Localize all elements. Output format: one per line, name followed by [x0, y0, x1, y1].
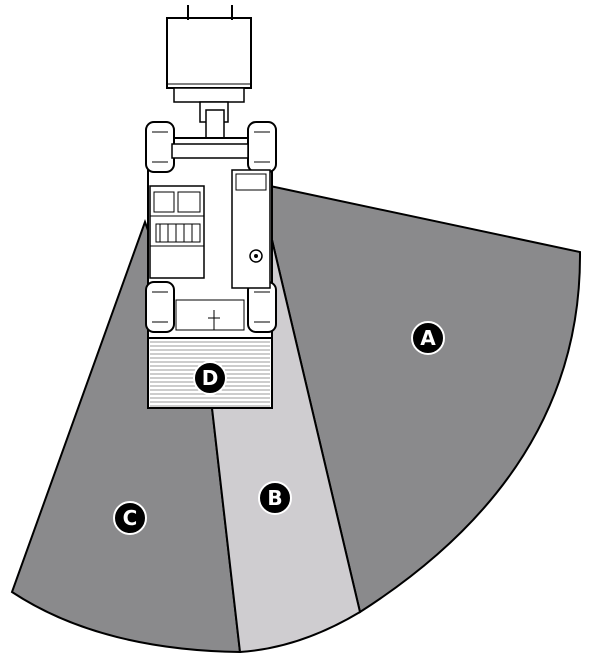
zone-label-d-text: D: [202, 366, 219, 390]
zone-label-c-text: C: [123, 506, 138, 530]
wheel-rear-left: [146, 282, 174, 332]
zone-label-b-text: B: [267, 486, 282, 510]
wheel-rear-right: [248, 282, 276, 332]
zone-label-a-text: A: [420, 326, 436, 350]
wheel-front-left: [146, 122, 174, 172]
zone-label-c: C: [114, 502, 146, 534]
zone-label-a: A: [412, 322, 444, 354]
wheel-front-right: [248, 122, 276, 172]
zone-label-d: D: [194, 362, 226, 394]
bucket: [167, 18, 251, 88]
zone-label-b: B: [259, 482, 291, 514]
machine-top-view: [146, 5, 276, 408]
